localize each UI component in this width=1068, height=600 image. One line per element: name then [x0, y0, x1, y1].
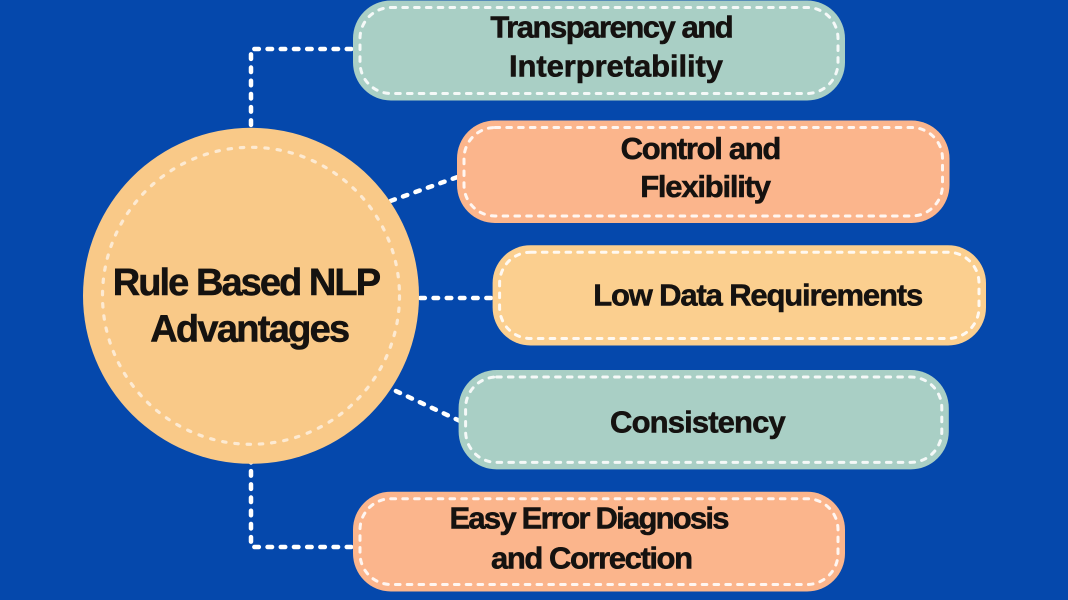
svg-text:Interpretability: Interpretability: [509, 49, 724, 84]
svg-text:Rule Based NLP: Rule Based NLP: [113, 262, 381, 304]
svg-text:Advantages: Advantages: [150, 309, 350, 351]
svg-text:Transparency and: Transparency and: [490, 10, 733, 45]
svg-text:Easy Error Diagnosis: Easy Error Diagnosis: [450, 500, 730, 535]
svg-text:and Correction: and Correction: [491, 540, 693, 575]
svg-text:Flexibility: Flexibility: [640, 169, 772, 204]
svg-text:Control and: Control and: [621, 131, 782, 166]
svg-text:Consistency: Consistency: [610, 405, 786, 440]
svg-text:Low Data Requirements: Low Data Requirements: [593, 278, 923, 313]
